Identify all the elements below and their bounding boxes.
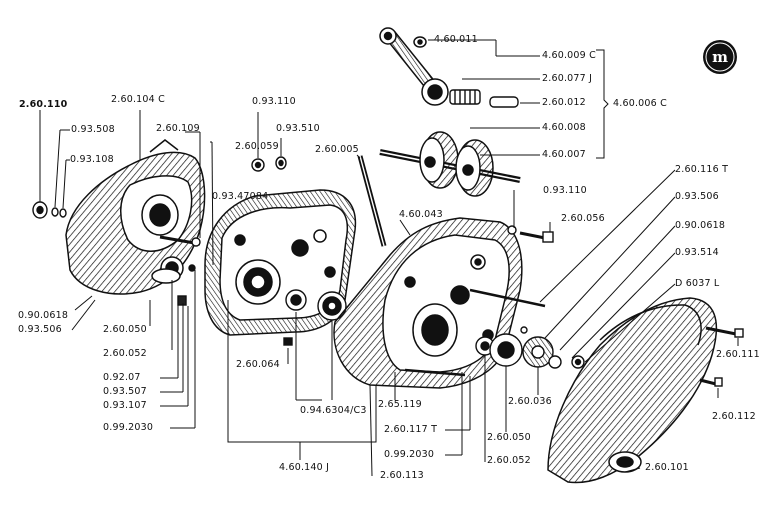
- label-d-6037l: D 6037 L: [675, 278, 720, 289]
- label-4-60-011: 4.60.011: [434, 34, 478, 45]
- label-2-60-116t: 2.60.116 T: [675, 164, 729, 175]
- label-0-93-47084: 0.93.47084: [212, 191, 269, 202]
- right-crankcase-half: [333, 217, 523, 389]
- label-2-60-109: 2.60.109: [156, 123, 200, 134]
- bolt-056: [507, 225, 554, 243]
- label-4-60-043: 4.60.043: [399, 209, 443, 220]
- label-2-60-113: 2.60.113: [380, 470, 424, 481]
- label-0-90-0618-left: 0.90.0618: [18, 310, 69, 321]
- label-4-60-008: 4.60.008: [542, 122, 586, 133]
- label-4-60-006c: 4.60.006 C: [613, 98, 667, 109]
- label-0-93-508: 0.93.508: [71, 124, 115, 135]
- label-2-60-101: 2.60.101: [645, 462, 689, 473]
- label-2-60-036: 2.60.036: [508, 396, 552, 407]
- label-0-93-514: 0.93.514: [675, 247, 719, 258]
- label-0-99-2030-right: 0.99.2030: [384, 449, 435, 460]
- label-2-60-112: 2.60.112: [712, 411, 756, 422]
- right-case-parts: [404, 288, 585, 377]
- label-2-60-012: 2.60.012: [542, 97, 586, 108]
- label-0-92-07: 0.92.07: [103, 372, 141, 383]
- label-4-60-009c: 4.60.009 C: [542, 50, 596, 61]
- label-0-93-510: 0.93.510: [276, 123, 320, 134]
- label-2-60-104c: 2.60.104 C: [111, 94, 165, 105]
- label-4-60-140j: 4.60.140 J: [279, 462, 330, 473]
- connecting-rod: [379, 27, 449, 106]
- label-0-93-107: 0.93.107: [103, 400, 147, 411]
- label-0-93-507: 0.93.507: [103, 386, 147, 397]
- label-2-60-050-right: 2.60.050: [487, 432, 531, 443]
- label-2-60-064: 2.60.064: [236, 359, 280, 370]
- left-engine-cover: [65, 139, 206, 295]
- label-2-60-077j: 2.60.077 J: [542, 73, 593, 84]
- label-2-60-111: 2.60.111: [716, 349, 760, 360]
- label-2-60-059: 2.60.059: [235, 141, 279, 152]
- label-0-93-506-right: 0.93.506: [675, 191, 719, 202]
- label-2-65-119: 2.65.119: [378, 399, 422, 410]
- label-0-93-110-b: 0.93.110: [543, 185, 587, 196]
- label-0-93-108: 0.93.108: [70, 154, 114, 165]
- right-engine-cover: [547, 297, 718, 484]
- svg-text:m: m: [712, 48, 728, 66]
- left-case-small-parts: [251, 156, 347, 346]
- needle-bearing: [449, 89, 519, 108]
- label-2-60-050-left: 2.60.050: [103, 324, 147, 335]
- crankshaft: [379, 131, 521, 197]
- left-crankcase-half: [204, 167, 357, 336]
- label-2-60-117t: 2.60.117 T: [384, 424, 438, 435]
- label-2-60-056: 2.60.056: [561, 213, 605, 224]
- label-4-60-007: 4.60.007: [542, 149, 586, 160]
- leader-lines: [39, 39, 739, 477]
- manufacturer-logo: m: [703, 40, 737, 74]
- label-0-94-6304-c3: 0.94.6304/C3: [300, 405, 367, 416]
- label-2-60-005: 2.60.005: [315, 144, 359, 155]
- label-0-93-110-a: 0.93.110: [252, 96, 296, 107]
- label-2-60-052-right: 2.60.052: [487, 455, 531, 466]
- label-0-93-506-left: 0.93.506: [18, 324, 62, 335]
- label-2-60-110: 2.60.110: [19, 99, 68, 110]
- label-2-60-052-left: 2.60.052: [103, 348, 147, 359]
- label-0-99-2030-left: 0.99.2030: [103, 422, 154, 433]
- label-0-90-0618-right: 0.90.0618: [675, 220, 726, 231]
- right-cover-bolts: [699, 326, 744, 387]
